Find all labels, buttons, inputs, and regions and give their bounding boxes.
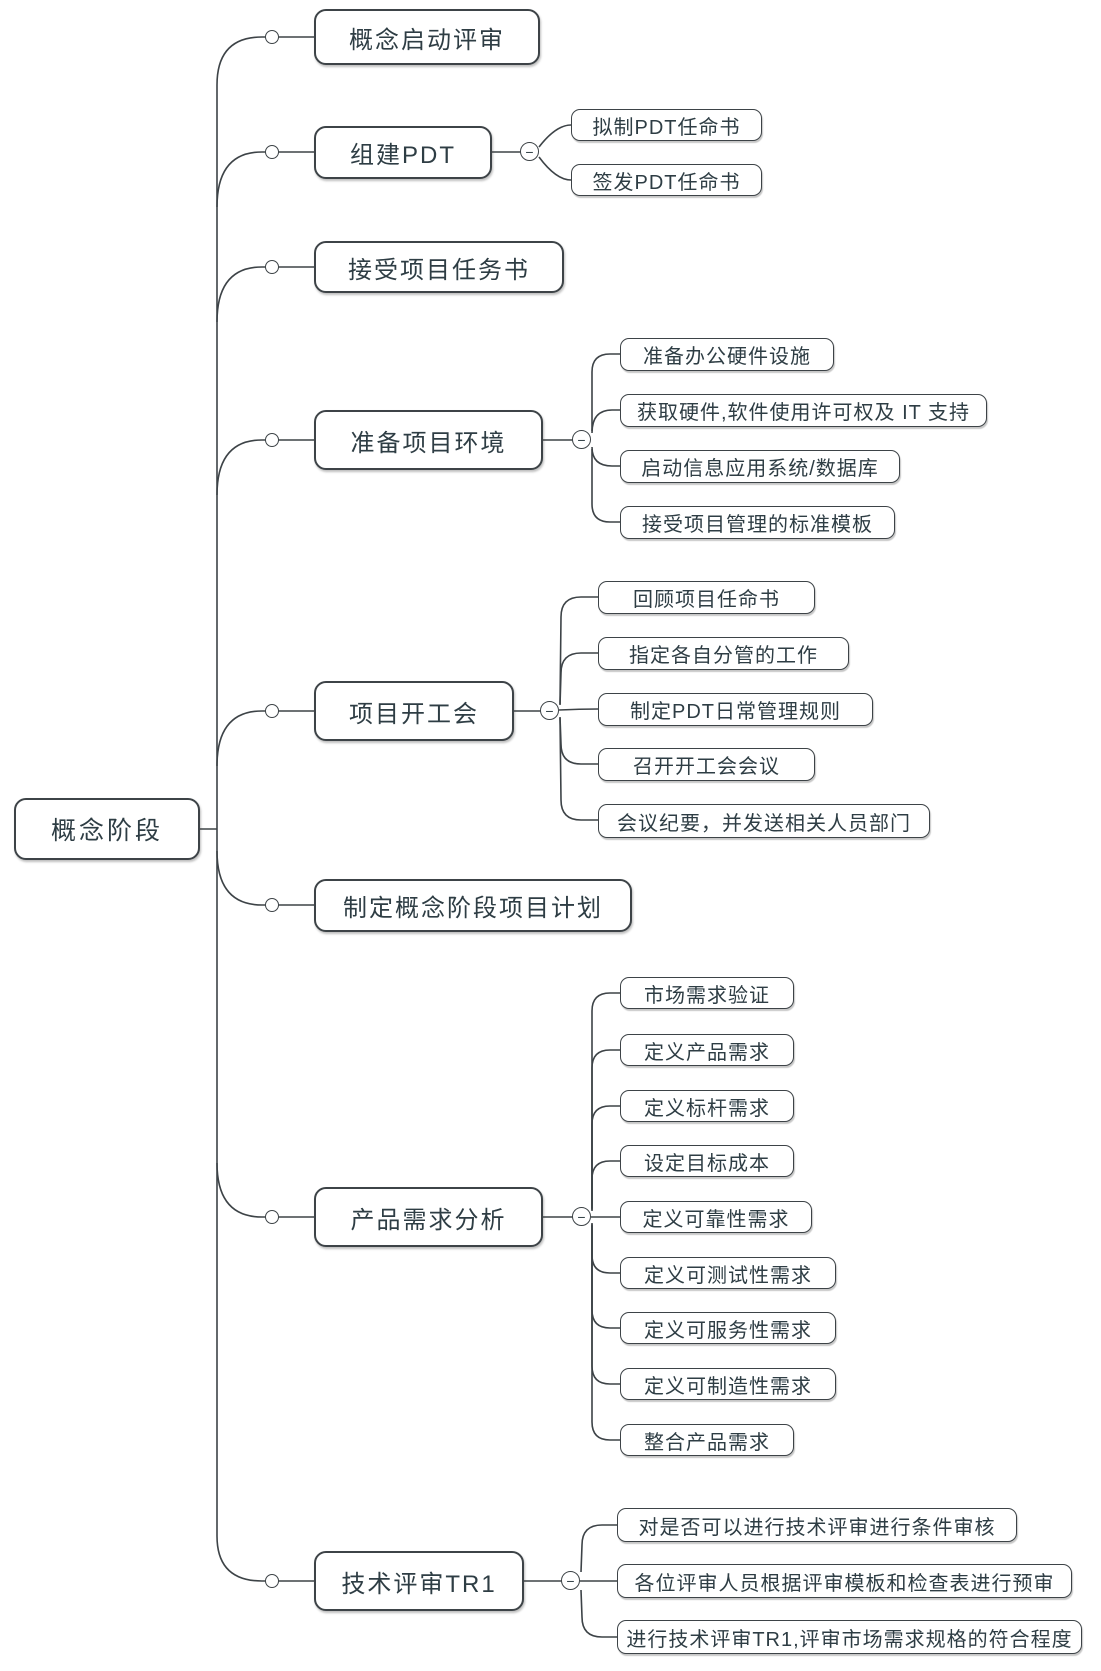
subtopic-node[interactable]: 定义可制造性需求 (620, 1368, 836, 1400)
subtopic-node[interactable]: 指定各自分管的工作 (598, 637, 849, 670)
topic-concept-phase-plan[interactable]: 制定概念阶段项目计划 (314, 879, 632, 932)
collapse-button[interactable]: − (561, 1571, 580, 1590)
collapse-button[interactable]: − (520, 142, 539, 161)
subtopic-node[interactable]: 拟制PDT任命书 (571, 109, 762, 141)
subtopic-node[interactable]: 接受项目管理的标准模板 (620, 506, 895, 539)
subtopic-node[interactable]: 定义产品需求 (620, 1034, 794, 1066)
connector-dot-icon (265, 145, 279, 159)
subtopic-node[interactable]: 制定PDT日常管理规则 (598, 693, 873, 726)
subtopic-node[interactable]: 准备办公硬件设施 (620, 338, 834, 371)
subtopic-node[interactable]: 设定目标成本 (620, 1145, 794, 1177)
topic-product-requirement-analysis[interactable]: 产品需求分析 (314, 1187, 543, 1247)
connector-dot-icon (265, 260, 279, 274)
connector-dot-icon (265, 898, 279, 912)
subtopic-node[interactable]: 召开开工会会议 (598, 748, 815, 781)
subtopic-node[interactable]: 定义标杆需求 (620, 1090, 794, 1122)
subtopic-node[interactable]: 回顾项目任命书 (598, 581, 815, 614)
subtopic-node[interactable]: 市场需求验证 (620, 977, 794, 1009)
connector-dot-icon (265, 1574, 279, 1588)
topic-tech-review-tr1[interactable]: 技术评审TR1 (314, 1551, 524, 1611)
collapse-button[interactable]: − (572, 1207, 591, 1226)
subtopic-node[interactable]: 各位评审人员根据评审模板和检查表进行预审 (617, 1564, 1072, 1598)
connector-dot-icon (265, 1210, 279, 1224)
subtopic-node[interactable]: 启动信息应用系统/数据库 (620, 450, 900, 483)
subtopic-node[interactable]: 定义可靠性需求 (620, 1201, 812, 1233)
subtopic-node[interactable]: 定义可服务性需求 (620, 1312, 836, 1344)
topic-accept-project-charter[interactable]: 接受项目任务书 (314, 241, 564, 293)
connector-dot-icon (265, 704, 279, 718)
collapse-button[interactable]: − (572, 430, 591, 449)
subtopic-node[interactable]: 会议纪要，并发送相关人员部门 (598, 804, 930, 838)
topic-project-kickoff-meeting[interactable]: 项目开工会 (314, 681, 514, 741)
topic-prepare-project-environment[interactable]: 准备项目环境 (314, 410, 543, 470)
collapse-button[interactable]: − (540, 701, 559, 720)
topic-concept-kickoff-review[interactable]: 概念启动评审 (314, 9, 540, 65)
subtopic-node[interactable]: 签发PDT任命书 (571, 164, 762, 196)
subtopic-node[interactable]: 整合产品需求 (620, 1424, 794, 1456)
subtopic-node[interactable]: 进行技术评审TR1,评审市场需求规格的符合程度 (617, 1620, 1082, 1654)
topic-form-pdt[interactable]: 组建PDT (314, 126, 492, 179)
connector-dot-icon (265, 433, 279, 447)
subtopic-node[interactable]: 对是否可以进行技术评审进行条件审核 (617, 1508, 1017, 1542)
root-topic[interactable]: 概念阶段 (14, 798, 200, 860)
subtopic-node[interactable]: 定义可测试性需求 (620, 1257, 836, 1289)
subtopic-node[interactable]: 获取硬件,软件使用许可权及 IT 支持 (620, 394, 987, 427)
connector-dot-icon (265, 30, 279, 44)
